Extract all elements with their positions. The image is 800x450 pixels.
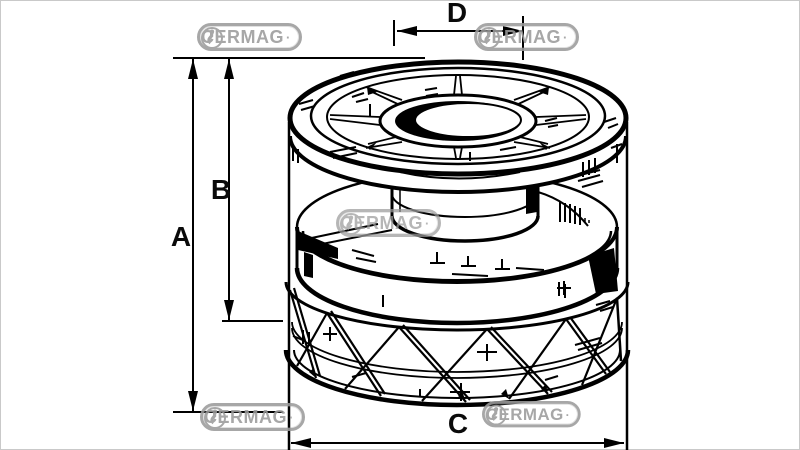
flange-vanes (329, 75, 587, 159)
flange-detail-marks (292, 71, 623, 179)
top-flange (287, 59, 629, 194)
cermag-registered-dot: · (289, 409, 294, 425)
cermag-registered-dot: · (425, 215, 430, 231)
cermag-registered-dot: · (565, 407, 570, 422)
dimension-label-b: B (210, 174, 232, 205)
cermag-registered-dot: · (286, 29, 291, 45)
cermag-watermark-top-right: CERMAG · (474, 23, 580, 51)
cermag-watermark-bottom-left: CERMAG · (200, 403, 306, 431)
scroll-seam-hatch (559, 202, 590, 225)
cermag-watermark-bottom-right: CERMAG · (482, 401, 582, 428)
center-bore (414, 102, 522, 138)
cermag-watermark-center: CERMAG · (336, 209, 442, 237)
dimension-label-c: C (447, 408, 469, 439)
cermag-registered-dot: · (563, 29, 568, 45)
scroll-detail-marks (321, 174, 604, 307)
dimension-label-d: D (446, 0, 468, 28)
rotor-blades (288, 287, 623, 403)
arrowheads (188, 26, 624, 448)
cermag-watermark-top-left: CERMAG · (197, 23, 303, 51)
fan-rotor (283, 122, 631, 450)
dimension-label-a: A (170, 221, 192, 252)
rotor-detail-marks (292, 282, 614, 401)
scroll-band (294, 174, 620, 326)
